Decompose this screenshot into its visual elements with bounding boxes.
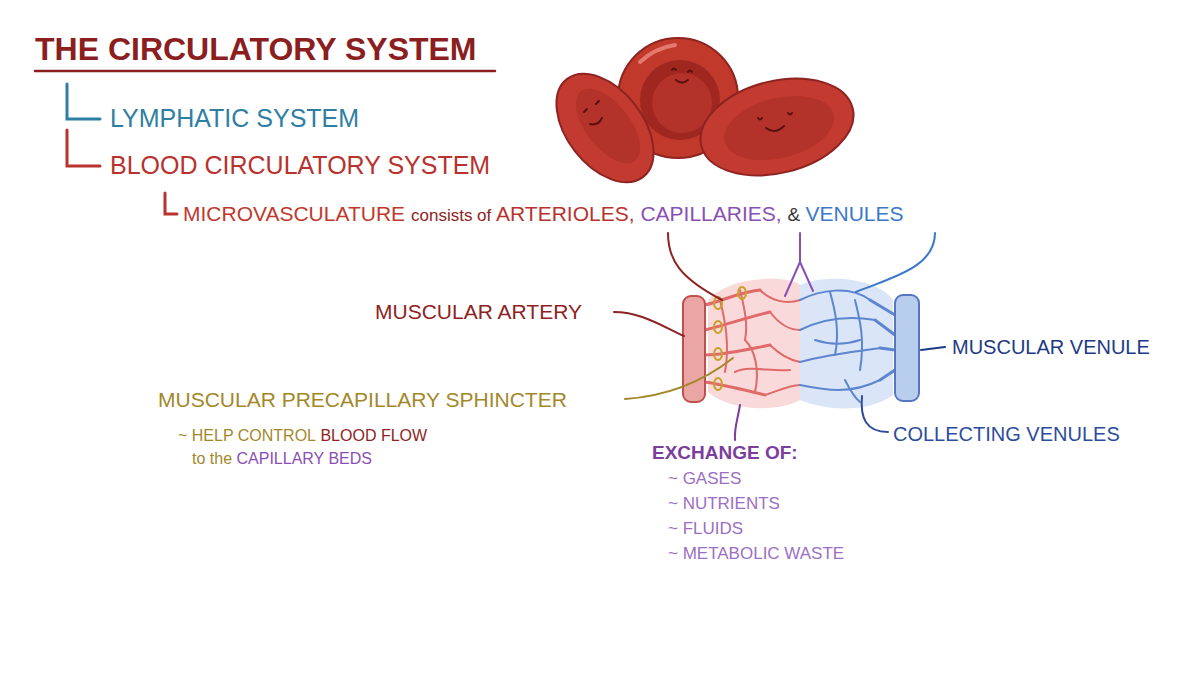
text-row: ~ HELP CONTROLBLOOD FLOW [178, 428, 432, 444]
term-label: CAPILLARIES, [640, 203, 781, 224]
system-label: LYMPHATIC SYSTEM [110, 106, 359, 131]
tree-bracket [67, 84, 100, 119]
title-underline [35, 70, 495, 73]
list-item: ~ GASES [668, 470, 741, 487]
connector-text: consists of [411, 207, 491, 224]
term-label: VENULES [806, 203, 904, 224]
sphincter-rings [714, 287, 746, 390]
term-label: MICROVASCULATURE [183, 203, 405, 224]
part-label: COLLECTING VENULES [893, 424, 1120, 444]
note-text: CAPILLARY BEDS [237, 451, 372, 467]
tree-bracket [67, 130, 100, 166]
text-row: to the CAPILLARY BEDS [192, 451, 376, 467]
note-text: ~ HELP CONTROL [178, 428, 316, 444]
part-label: MUSCULAR VENULE [952, 337, 1150, 357]
list-item: ~ METABOLIC WASTE [668, 545, 844, 562]
title-text: THE CIRCULATORY SYSTEM [35, 33, 477, 65]
term-label: ARTERIOLES, [496, 203, 635, 224]
system-label: BLOOD CIRCULATORY SYSTEM [110, 153, 490, 178]
leader-lines [614, 233, 945, 440]
connector-text: & [788, 205, 801, 224]
list-heading: EXCHANGE OF: [652, 443, 798, 462]
red-blood-cells [537, 38, 864, 200]
venule-tube [895, 295, 919, 401]
part-label: MUSCULAR ARTERY [375, 301, 582, 322]
text-row: MICROVASCULATURE consists of ARTERIOLES,CA… [183, 203, 909, 224]
part-label: MUSCULAR PRECAPILLARY SPHINCTER [158, 389, 567, 410]
note-text: to the [192, 451, 232, 467]
tree-bracket [165, 193, 177, 214]
note-text: BLOOD FLOW [320, 428, 427, 444]
list-item: ~ NUTRIENTS [668, 495, 780, 512]
list-item: ~ FLUIDS [668, 520, 743, 537]
